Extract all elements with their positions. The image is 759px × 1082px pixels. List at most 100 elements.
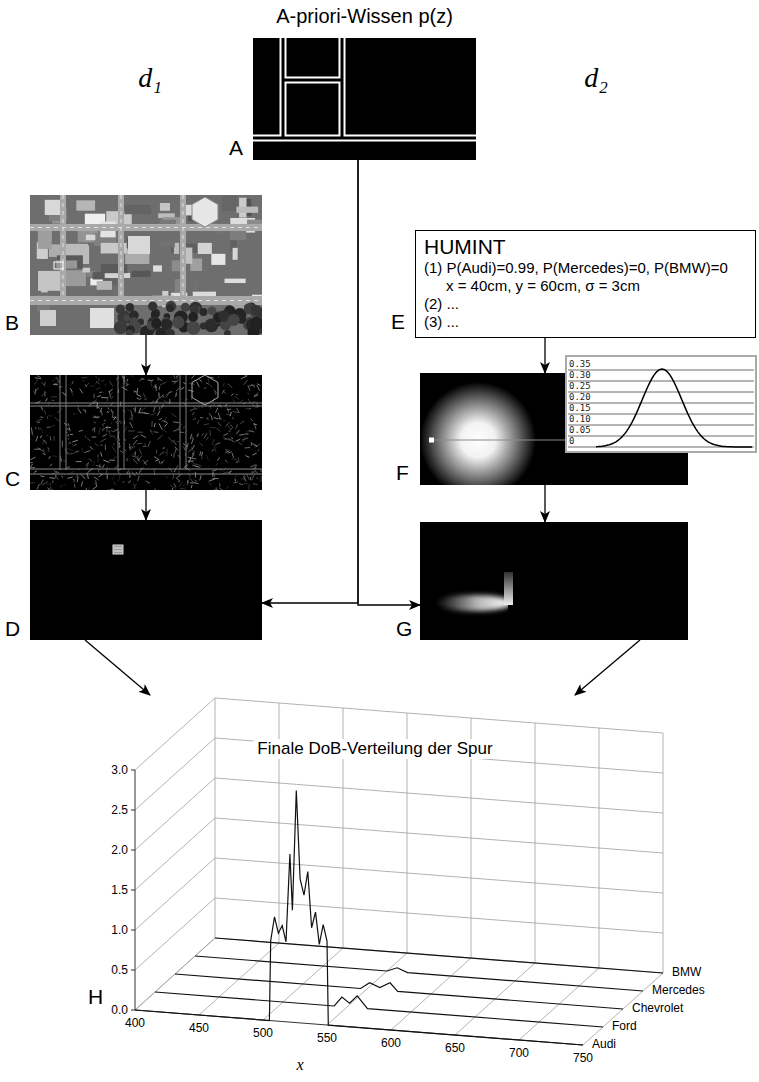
edge-texture bbox=[192, 445, 194, 449]
dob-series bbox=[215, 938, 663, 973]
edge-texture bbox=[109, 389, 113, 392]
edge-texture bbox=[47, 488, 50, 490]
tree bbox=[166, 301, 177, 312]
edge-texture bbox=[137, 398, 140, 399]
edge-texture bbox=[206, 455, 208, 461]
edge-texture bbox=[83, 409, 86, 412]
edge-texture bbox=[239, 483, 243, 485]
edge-texture bbox=[228, 430, 231, 432]
edge-texture bbox=[106, 427, 111, 428]
edge-texture bbox=[151, 380, 153, 381]
tree bbox=[166, 329, 175, 335]
edge-texture bbox=[70, 388, 72, 392]
edge-texture bbox=[110, 489, 113, 490]
edge-texture bbox=[135, 407, 137, 412]
road bbox=[60, 195, 66, 297]
building bbox=[236, 207, 258, 213]
edge-texture bbox=[133, 408, 135, 411]
edge-texture bbox=[163, 395, 165, 397]
edge-texture bbox=[214, 389, 218, 394]
edge-texture bbox=[159, 379, 162, 381]
axis-tick-label: 700 bbox=[509, 1046, 529, 1060]
edge-texture bbox=[179, 482, 182, 487]
grid-line bbox=[215, 818, 663, 853]
edge-hexagon bbox=[192, 375, 218, 405]
edge-texture bbox=[105, 489, 110, 490]
edge-texture bbox=[67, 448, 73, 450]
inset-tick: 0.15 bbox=[569, 403, 591, 413]
edge-texture bbox=[235, 396, 239, 399]
edge-texture bbox=[218, 413, 220, 419]
edge-texture bbox=[183, 426, 185, 429]
edge-texture bbox=[116, 421, 118, 423]
edge-texture bbox=[42, 482, 48, 485]
edge-texture bbox=[72, 381, 73, 384]
edge-texture bbox=[216, 463, 218, 465]
inset-tick: 0.20 bbox=[569, 392, 591, 402]
building bbox=[211, 254, 225, 265]
tree bbox=[250, 305, 261, 316]
edge-texture bbox=[201, 454, 202, 459]
edge-texture bbox=[230, 427, 233, 430]
edge-ground bbox=[30, 375, 262, 490]
edge-texture bbox=[98, 458, 99, 463]
edge-texture bbox=[47, 488, 49, 490]
edge-texture bbox=[189, 477, 193, 482]
grid-line bbox=[215, 938, 663, 973]
edge-texture bbox=[233, 412, 239, 413]
edge-texture bbox=[192, 412, 194, 415]
edge-texture bbox=[101, 411, 103, 416]
road bbox=[118, 195, 124, 297]
edge-texture bbox=[35, 389, 37, 394]
edge-texture bbox=[167, 391, 171, 394]
edge-texture bbox=[95, 443, 98, 446]
edge-texture bbox=[131, 375, 133, 377]
axis-tick bbox=[131, 970, 135, 971]
axis-tick-label: 550 bbox=[317, 1031, 337, 1045]
building bbox=[38, 231, 52, 249]
edge-texture bbox=[136, 394, 141, 396]
edge-texture bbox=[191, 447, 193, 451]
edge-texture bbox=[43, 440, 47, 444]
edge-texture bbox=[73, 479, 75, 480]
tree bbox=[200, 308, 208, 316]
edge-texture bbox=[92, 428, 94, 430]
edge-texture bbox=[113, 436, 117, 439]
road-marking bbox=[63, 195, 64, 296]
edge-texture bbox=[47, 448, 49, 449]
edge-texture bbox=[191, 435, 193, 439]
edge-texture bbox=[242, 438, 248, 440]
edge-texture bbox=[122, 481, 124, 483]
edge-texture bbox=[96, 465, 102, 466]
edge-texture bbox=[85, 383, 89, 387]
edge-texture bbox=[82, 380, 84, 382]
edge-texture bbox=[38, 376, 41, 379]
tree bbox=[147, 317, 161, 331]
edge-texture bbox=[50, 483, 51, 489]
tree bbox=[166, 304, 174, 312]
edge-texture bbox=[253, 423, 257, 425]
edge-texture bbox=[183, 446, 185, 451]
edge-texture bbox=[101, 380, 104, 382]
edge-texture bbox=[42, 440, 45, 444]
edge-texture bbox=[154, 457, 159, 460]
edge-texture bbox=[70, 434, 73, 435]
edge-texture bbox=[160, 382, 166, 385]
edge-texture bbox=[43, 449, 45, 454]
edge-texture bbox=[189, 457, 191, 463]
edge-texture bbox=[243, 476, 246, 482]
axis-tick-label: 500 bbox=[253, 1026, 273, 1040]
edge-texture bbox=[137, 458, 140, 462]
edge-texture bbox=[159, 418, 162, 420]
edge-texture bbox=[31, 427, 32, 434]
edge-texture bbox=[235, 394, 238, 395]
edge-texture bbox=[226, 414, 230, 415]
edge-texture bbox=[52, 400, 55, 401]
edge-texture bbox=[171, 413, 176, 417]
flow-arrow bbox=[262, 160, 358, 603]
edge-texture bbox=[125, 449, 126, 451]
edge-texture bbox=[155, 459, 158, 461]
edge-texture bbox=[76, 461, 82, 462]
edge-texture bbox=[245, 380, 248, 385]
